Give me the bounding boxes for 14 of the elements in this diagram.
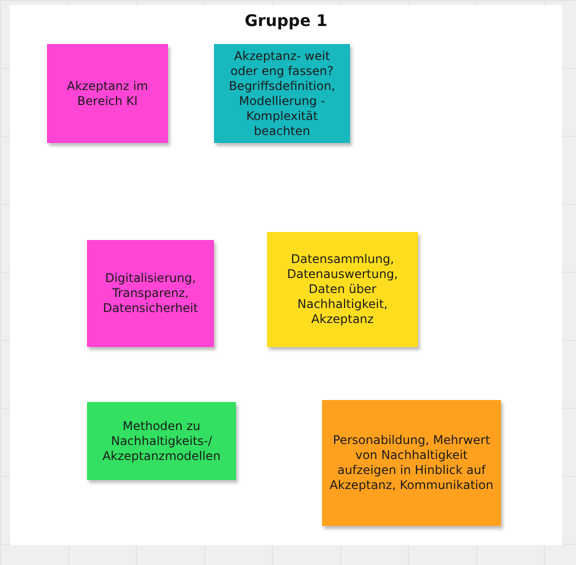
sticky-note	[267, 232, 418, 347]
sticky-note	[47, 44, 168, 143]
sticky-note	[322, 400, 501, 526]
frame-background	[10, 5, 562, 545]
sticky-note	[214, 44, 350, 143]
note-text: Datensammlung, Datenauswertung, Daten über Nachhaltigkeit, Akzeptanz	[286, 251, 399, 328]
sticky-note	[87, 240, 214, 347]
note-text: Methoden zu Nachhaltigkeits-/ Akzeptanzmodellen	[101, 418, 222, 464]
note-text: Akzeptanz im Bereich KI	[66, 78, 150, 110]
note-text: Personabildung, Mehrwert von Nachhaltigkeit aufzeigen in Hinblick auf Akzeptanz, Kommunikation	[328, 432, 494, 494]
note-text: Akzeptanz- weit oder eng fassen? Begriffsdefinition, Modellierung - Komplexität beachten	[228, 48, 336, 140]
sticky-note	[87, 402, 236, 480]
note-text: Digitalisierung, Transparenz, Datensicherheit	[102, 270, 200, 317]
frame-title: Gruppe 1	[244, 11, 328, 30]
